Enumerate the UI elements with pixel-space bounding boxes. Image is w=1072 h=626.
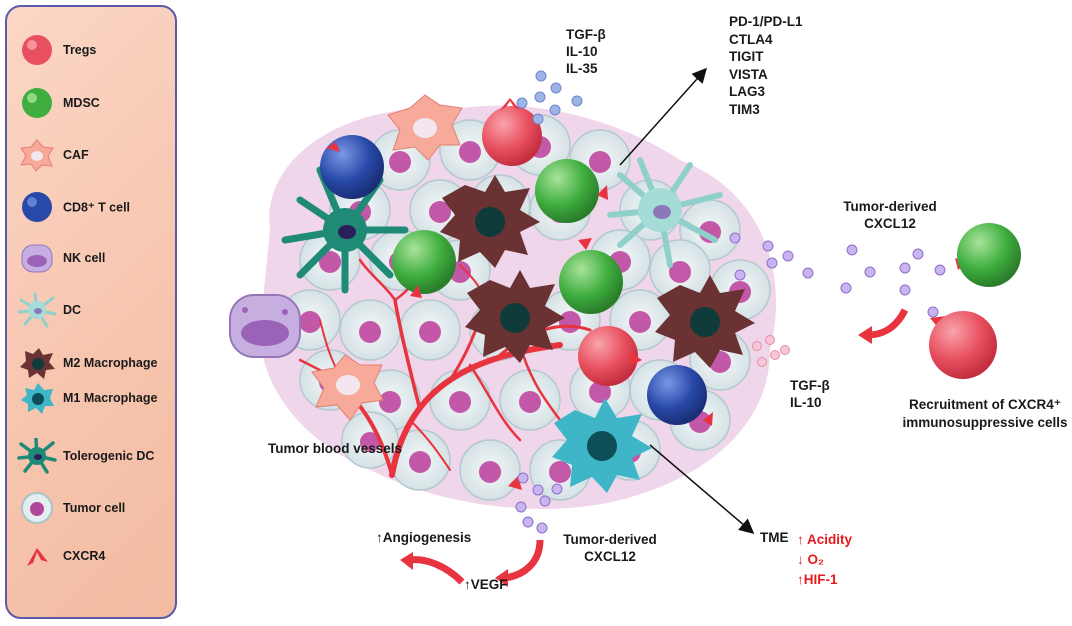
m2-macrophage-middle <box>465 270 565 363</box>
recruitment-line1: Recruitment of CXCR4⁺ <box>909 397 1061 412</box>
chemokine-dots-right <box>729 232 946 318</box>
tolerogenic-dc-icon <box>17 438 57 474</box>
cytokine-right-il10: IL-10 <box>790 395 822 410</box>
tumor-derived-bottom-line1: Tumor-derived <box>563 532 657 547</box>
tumor-derived-cxcl12-right: Tumor-derived CXCL12 <box>830 198 950 232</box>
tme-arrow <box>649 444 755 534</box>
legend-label-tolerogenic-dc: Tolerogenic DC <box>63 449 155 463</box>
effect-oxygen: ↓ O₂ <box>797 552 824 567</box>
red-arrows <box>400 308 909 587</box>
legend-label-mdsc: MDSC <box>63 96 100 110</box>
cytokine-tgf-beta: TGF-β <box>566 27 606 42</box>
pointer-arrows <box>619 67 755 534</box>
blood-vessels-label: Tumor blood vessels <box>268 441 403 456</box>
checkpoint-ctla4: CTLA4 <box>729 31 773 47</box>
cd8-t-cells <box>320 135 707 425</box>
cxcr4-receptor-icon <box>27 548 48 566</box>
angiogenesis-arrow <box>409 556 465 585</box>
tumor-cell-icon <box>21 492 53 524</box>
checkpoint-pd1: PD-1/PD-L1 <box>729 14 803 29</box>
legend-label-dc: DC <box>63 303 82 317</box>
recruited-treg <box>929 311 997 379</box>
tumor-derived-right-line2: CXCL12 <box>864 216 916 231</box>
mdsc-cells <box>392 159 623 314</box>
legend-item-tregs: Tregs <box>7 30 177 70</box>
caf-cell-icon <box>20 139 54 172</box>
m1-macrophage-icon <box>21 383 54 414</box>
m2-macrophage-right <box>655 275 755 368</box>
legend-item-m2: M2 Macrophage <box>7 343 177 383</box>
legend-item-cd8: CD8⁺ T cell <box>7 187 177 227</box>
legend-label-caf: CAF <box>63 148 89 162</box>
legend-label-tumor-cell: Tumor cell <box>63 501 126 515</box>
recruited-mdsc <box>957 223 1021 287</box>
legend-label-nk: NK cell <box>63 251 106 265</box>
recruitment-line2: immunosuppressive cells <box>902 415 1068 430</box>
tumor-derived-right-line1: Tumor-derived <box>843 199 937 214</box>
recruitment-arrow <box>867 308 909 339</box>
dc-cell-icon <box>17 292 57 328</box>
effect-acidity: ↑ Acidity <box>797 532 853 547</box>
cytokines-top-label: TGF-β IL-10 IL-35 <box>566 26 606 77</box>
checkpoint-tim3: TIM3 <box>729 101 760 117</box>
legend-item-nk: NK cell <box>7 238 177 278</box>
legend-label-cxcr4: CXCR4 <box>63 549 106 563</box>
legend-item-tumor-cell: Tumor cell <box>7 488 177 528</box>
checkpoint-list: PD-1/PD-L1 CTLA4 TIGIT VISTA LAG3 TIM3 <box>729 13 803 118</box>
nk-cell-icon <box>21 244 53 273</box>
legend-item-m1: M1 Macrophage <box>7 378 177 418</box>
cytokine-il10: IL-10 <box>566 44 598 59</box>
caf-cell-top <box>387 94 463 161</box>
treg-cells <box>482 106 638 386</box>
treg-cell-icon <box>22 35 52 65</box>
vegf-label: ↑VEGF <box>464 577 508 592</box>
tumor-derived-cxcl12-bottom: Tumor-derived CXCL12 <box>555 531 665 565</box>
legend-label-tregs: Tregs <box>63 43 97 57</box>
tumor-derived-bottom-line2: CXCL12 <box>584 549 636 564</box>
legend-label-m2: M2 Macrophage <box>63 356 158 370</box>
tme-label: TME <box>760 530 789 545</box>
tolerogenic-dc <box>281 166 409 294</box>
tme-effects: ↑ Acidity ↓ O₂ ↑HIF-1 <box>797 530 852 590</box>
caf-cell-bottom <box>311 354 384 421</box>
cytokines-right-label: TGF-β IL-10 <box>790 377 830 411</box>
legend-item-dc: DC <box>7 290 177 330</box>
cytokine-dots-right-lower <box>752 335 790 367</box>
legend-label-m1: M1 Macrophage <box>63 391 158 405</box>
checkpoint-tigit: TIGIT <box>729 49 764 64</box>
legend-item-mdsc: MDSC <box>7 83 177 123</box>
effect-hif1: ↑HIF-1 <box>797 572 838 587</box>
legend-label-cd8: CD8⁺ T cell <box>63 200 131 215</box>
checkpoint-arrow <box>619 67 708 166</box>
chemokine-dots-bottom <box>515 472 563 534</box>
vegf-arrow <box>504 539 544 582</box>
cytokine-right-tgf-beta: TGF-β <box>790 378 830 393</box>
m2-macrophage-top <box>440 175 540 268</box>
cytokine-il35: IL-35 <box>566 61 598 76</box>
checkpoint-lag3: LAG3 <box>729 84 766 99</box>
angiogenesis-label: ↑Angiogenesis <box>376 530 472 545</box>
nk-cell <box>229 294 301 358</box>
recruitment-label: Recruitment of CXCR4⁺ immunosuppressive … <box>898 396 1072 432</box>
m2-macrophage-icon <box>20 348 55 379</box>
cytokine-dots-top <box>516 70 583 125</box>
legend-item-cxcr4: CXCR4 <box>7 536 177 576</box>
dendritic-cell <box>607 157 723 268</box>
mdsc-cell-icon <box>22 88 52 118</box>
m1-macrophage <box>552 398 652 493</box>
cd8-t-cell-icon <box>22 192 52 222</box>
legend-panel: Tregs MDSC CAF CD8⁺ T cell NK cell DC <box>5 5 177 619</box>
legend-item-tolerogenic-dc: Tolerogenic DC <box>7 436 177 476</box>
legend-item-caf: CAF <box>7 135 177 175</box>
checkpoint-vista: VISTA <box>729 66 768 82</box>
